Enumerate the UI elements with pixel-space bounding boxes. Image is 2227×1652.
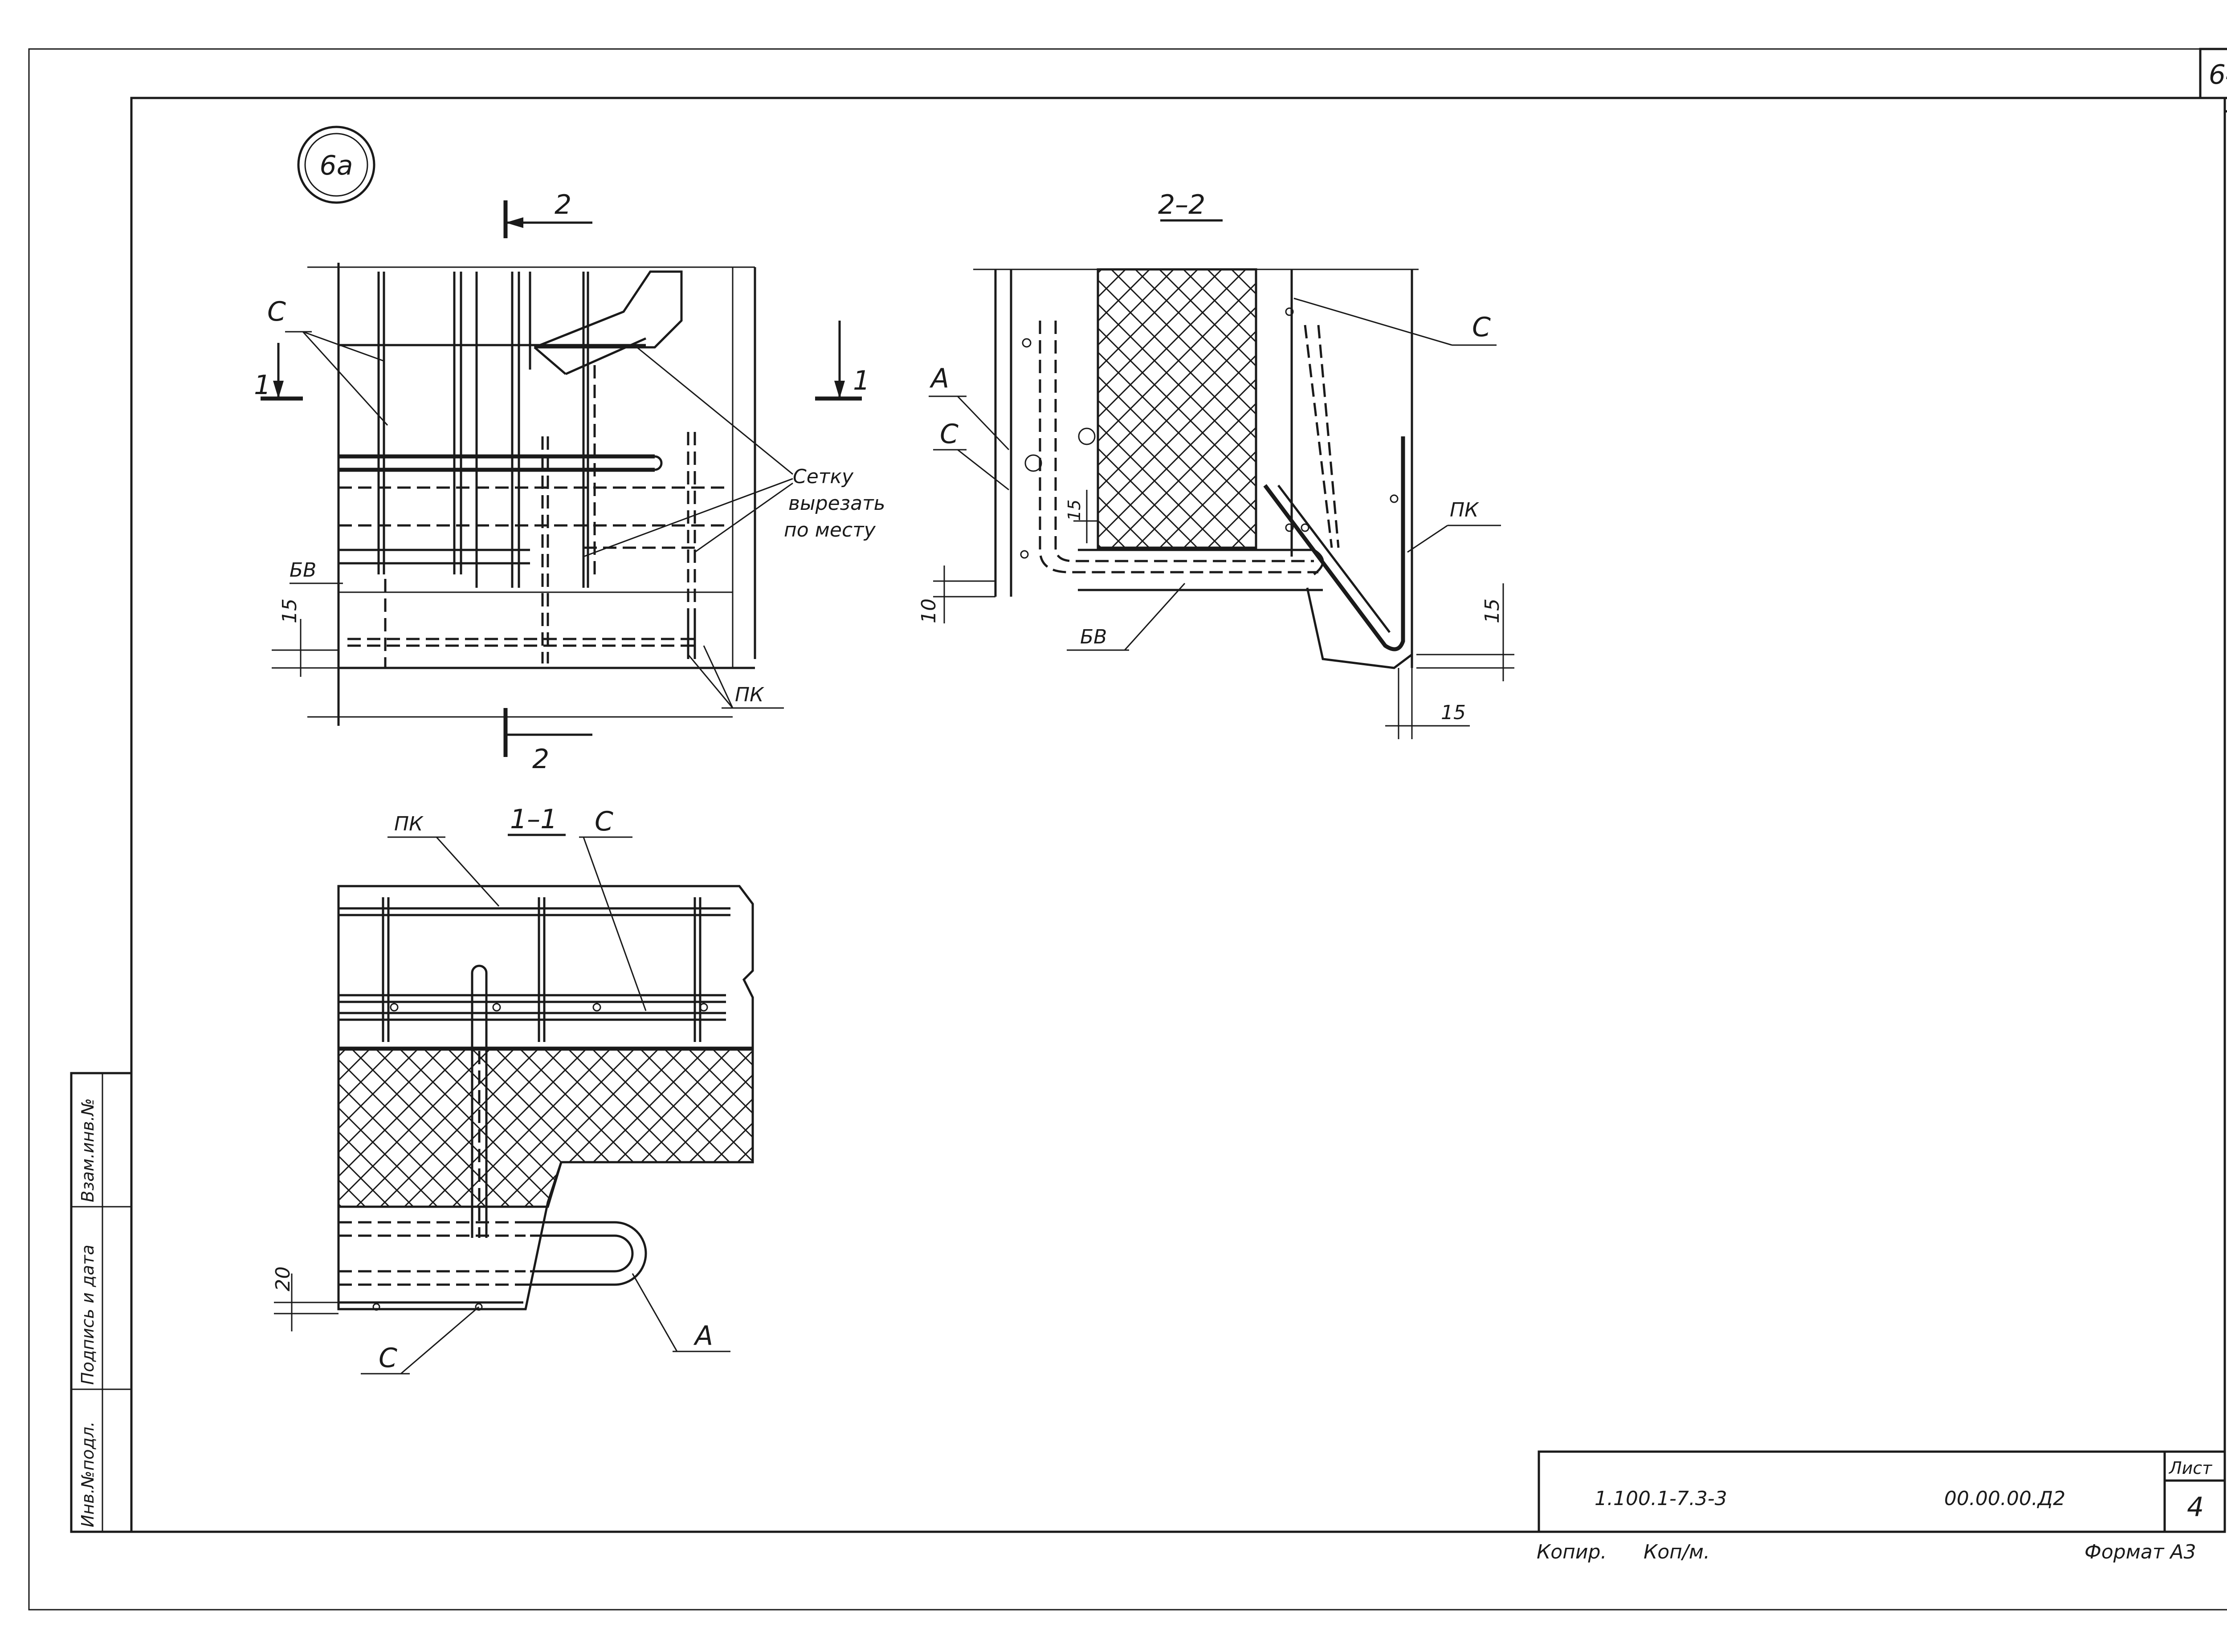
dim-2-2-15-bottom: 15	[1385, 668, 1470, 739]
label-1-1-c-top: С	[595, 806, 613, 837]
sheet-number-box: 64	[2199, 48, 2227, 99]
dim-2-2-15-inner-label: 15	[1065, 500, 1084, 521]
dim-2-2-15-right: 15	[1416, 583, 1514, 681]
label-2-2-c-left: С	[940, 419, 959, 450]
label-c: С	[267, 296, 286, 327]
sheet-corner-number: 64	[2209, 59, 2227, 90]
dim-2-2-15-right-label: 15	[1481, 598, 1504, 623]
label-2-2-a: А	[929, 363, 949, 394]
leader-pk: ПК	[687, 645, 784, 709]
cut-mark-top-label: 2	[555, 189, 571, 220]
label-2-2-c-right: С	[1472, 312, 1491, 343]
copied-label: Копир.	[1537, 1541, 1607, 1563]
note-line-3: по месту	[784, 519, 876, 541]
vertical-bars	[377, 272, 589, 588]
section-cut-marker-top: 2	[503, 189, 592, 238]
title-sheet-number: 4	[2187, 1492, 2204, 1523]
section-cut-marker-bottom: 2	[503, 708, 592, 775]
title-code: 00.00.00.Д2	[1944, 1487, 2065, 1510]
leader-2-2-c-right: С	[1293, 297, 1497, 346]
stamp-replacement-inv: Взам.инв.№	[78, 1098, 98, 1202]
section-cut-marker-right: 1	[815, 321, 870, 401]
cut-mark-bottom-label: 2	[532, 744, 549, 775]
title-designation: 1.100.1-7.3-3	[1595, 1487, 1727, 1510]
stamp-signature-date: Подпись и дата	[78, 1245, 98, 1385]
dim-1-1-20: 20	[272, 1266, 339, 1331]
dim-1-1-20-label: 20	[272, 1266, 294, 1291]
leader-note: Сетку вырезать по месту	[583, 346, 885, 557]
label-2-2-bv: БВ	[1080, 626, 1107, 648]
node-mark-label: 6а	[320, 150, 353, 181]
dimension-15: 15	[272, 598, 339, 677]
insulation-hatch-1-1	[337, 1047, 754, 1208]
label-1-1-a: А	[693, 1320, 713, 1351]
copier-signature: Коп/м.	[1644, 1541, 1710, 1563]
dim-2-2-15-bottom-label: 15	[1441, 701, 1466, 724]
leader-2-2-a: А	[929, 363, 1010, 451]
label-1-1-c-bottom: С	[379, 1343, 397, 1374]
stamp-inv-number: Инв.№подл.	[78, 1421, 98, 1527]
label-bv: БВ	[290, 559, 316, 582]
view-elevation: 2 2 1 1	[254, 189, 885, 775]
dashed-bars	[384, 365, 696, 668]
dim-2-2-10: 10	[918, 566, 995, 623]
leader-c: С	[267, 296, 388, 426]
cut-mark-left-label: 1	[254, 370, 271, 401]
horizontal-bars	[339, 344, 726, 647]
dim-2-2-15-inner: 15	[1065, 490, 1098, 543]
note-line-1: Сетку	[793, 465, 854, 488]
cut-mark-right-label: 1	[853, 365, 870, 396]
insulation-hatch-2-2	[1097, 268, 1257, 549]
leader-1-1-a: А	[632, 1273, 730, 1352]
label-1-1-pk: ПК	[394, 813, 424, 835]
title-block: 1.100.1-7.3-3 00.00.00.Д2 Лист 4 Копир. …	[1537, 1450, 2226, 1563]
leader-1-1-c-bottom: С	[361, 1306, 479, 1375]
leader-1-1-c-top: С	[579, 806, 647, 1011]
leader-bv: БВ	[290, 559, 343, 584]
leader-2-2-pk: ПК	[1407, 499, 1501, 553]
label-pk: ПК	[735, 684, 764, 706]
sheet-frame	[28, 48, 2227, 1611]
insulation-block-top	[534, 270, 683, 375]
leader-1-1-pk: ПК	[387, 813, 500, 907]
side-stamp: Инв.№подл. Подпись и дата Взам.инв.№	[70, 1072, 133, 1533]
label-2-2-pk: ПК	[1450, 499, 1479, 521]
node-mark: 6а	[297, 126, 375, 204]
note-line-2: вырезать	[788, 492, 885, 515]
section-1-1-title: 1–1	[510, 804, 557, 835]
leader-2-2-bv: БВ	[1067, 582, 1186, 651]
dim-15-label: 15	[278, 598, 301, 623]
title-sheet-label: Лист	[2168, 1458, 2213, 1478]
section-2-2: 2–2 А	[918, 189, 1514, 739]
format-label: Формат А3	[2084, 1541, 2196, 1563]
section-cut-marker-left: 1	[254, 343, 303, 401]
leader-2-2-c-left: С	[933, 419, 1009, 491]
section-2-2-title: 2–2	[1158, 189, 1205, 220]
dim-2-2-10-label: 10	[918, 598, 940, 623]
section-1-1: 1–1	[272, 804, 754, 1375]
